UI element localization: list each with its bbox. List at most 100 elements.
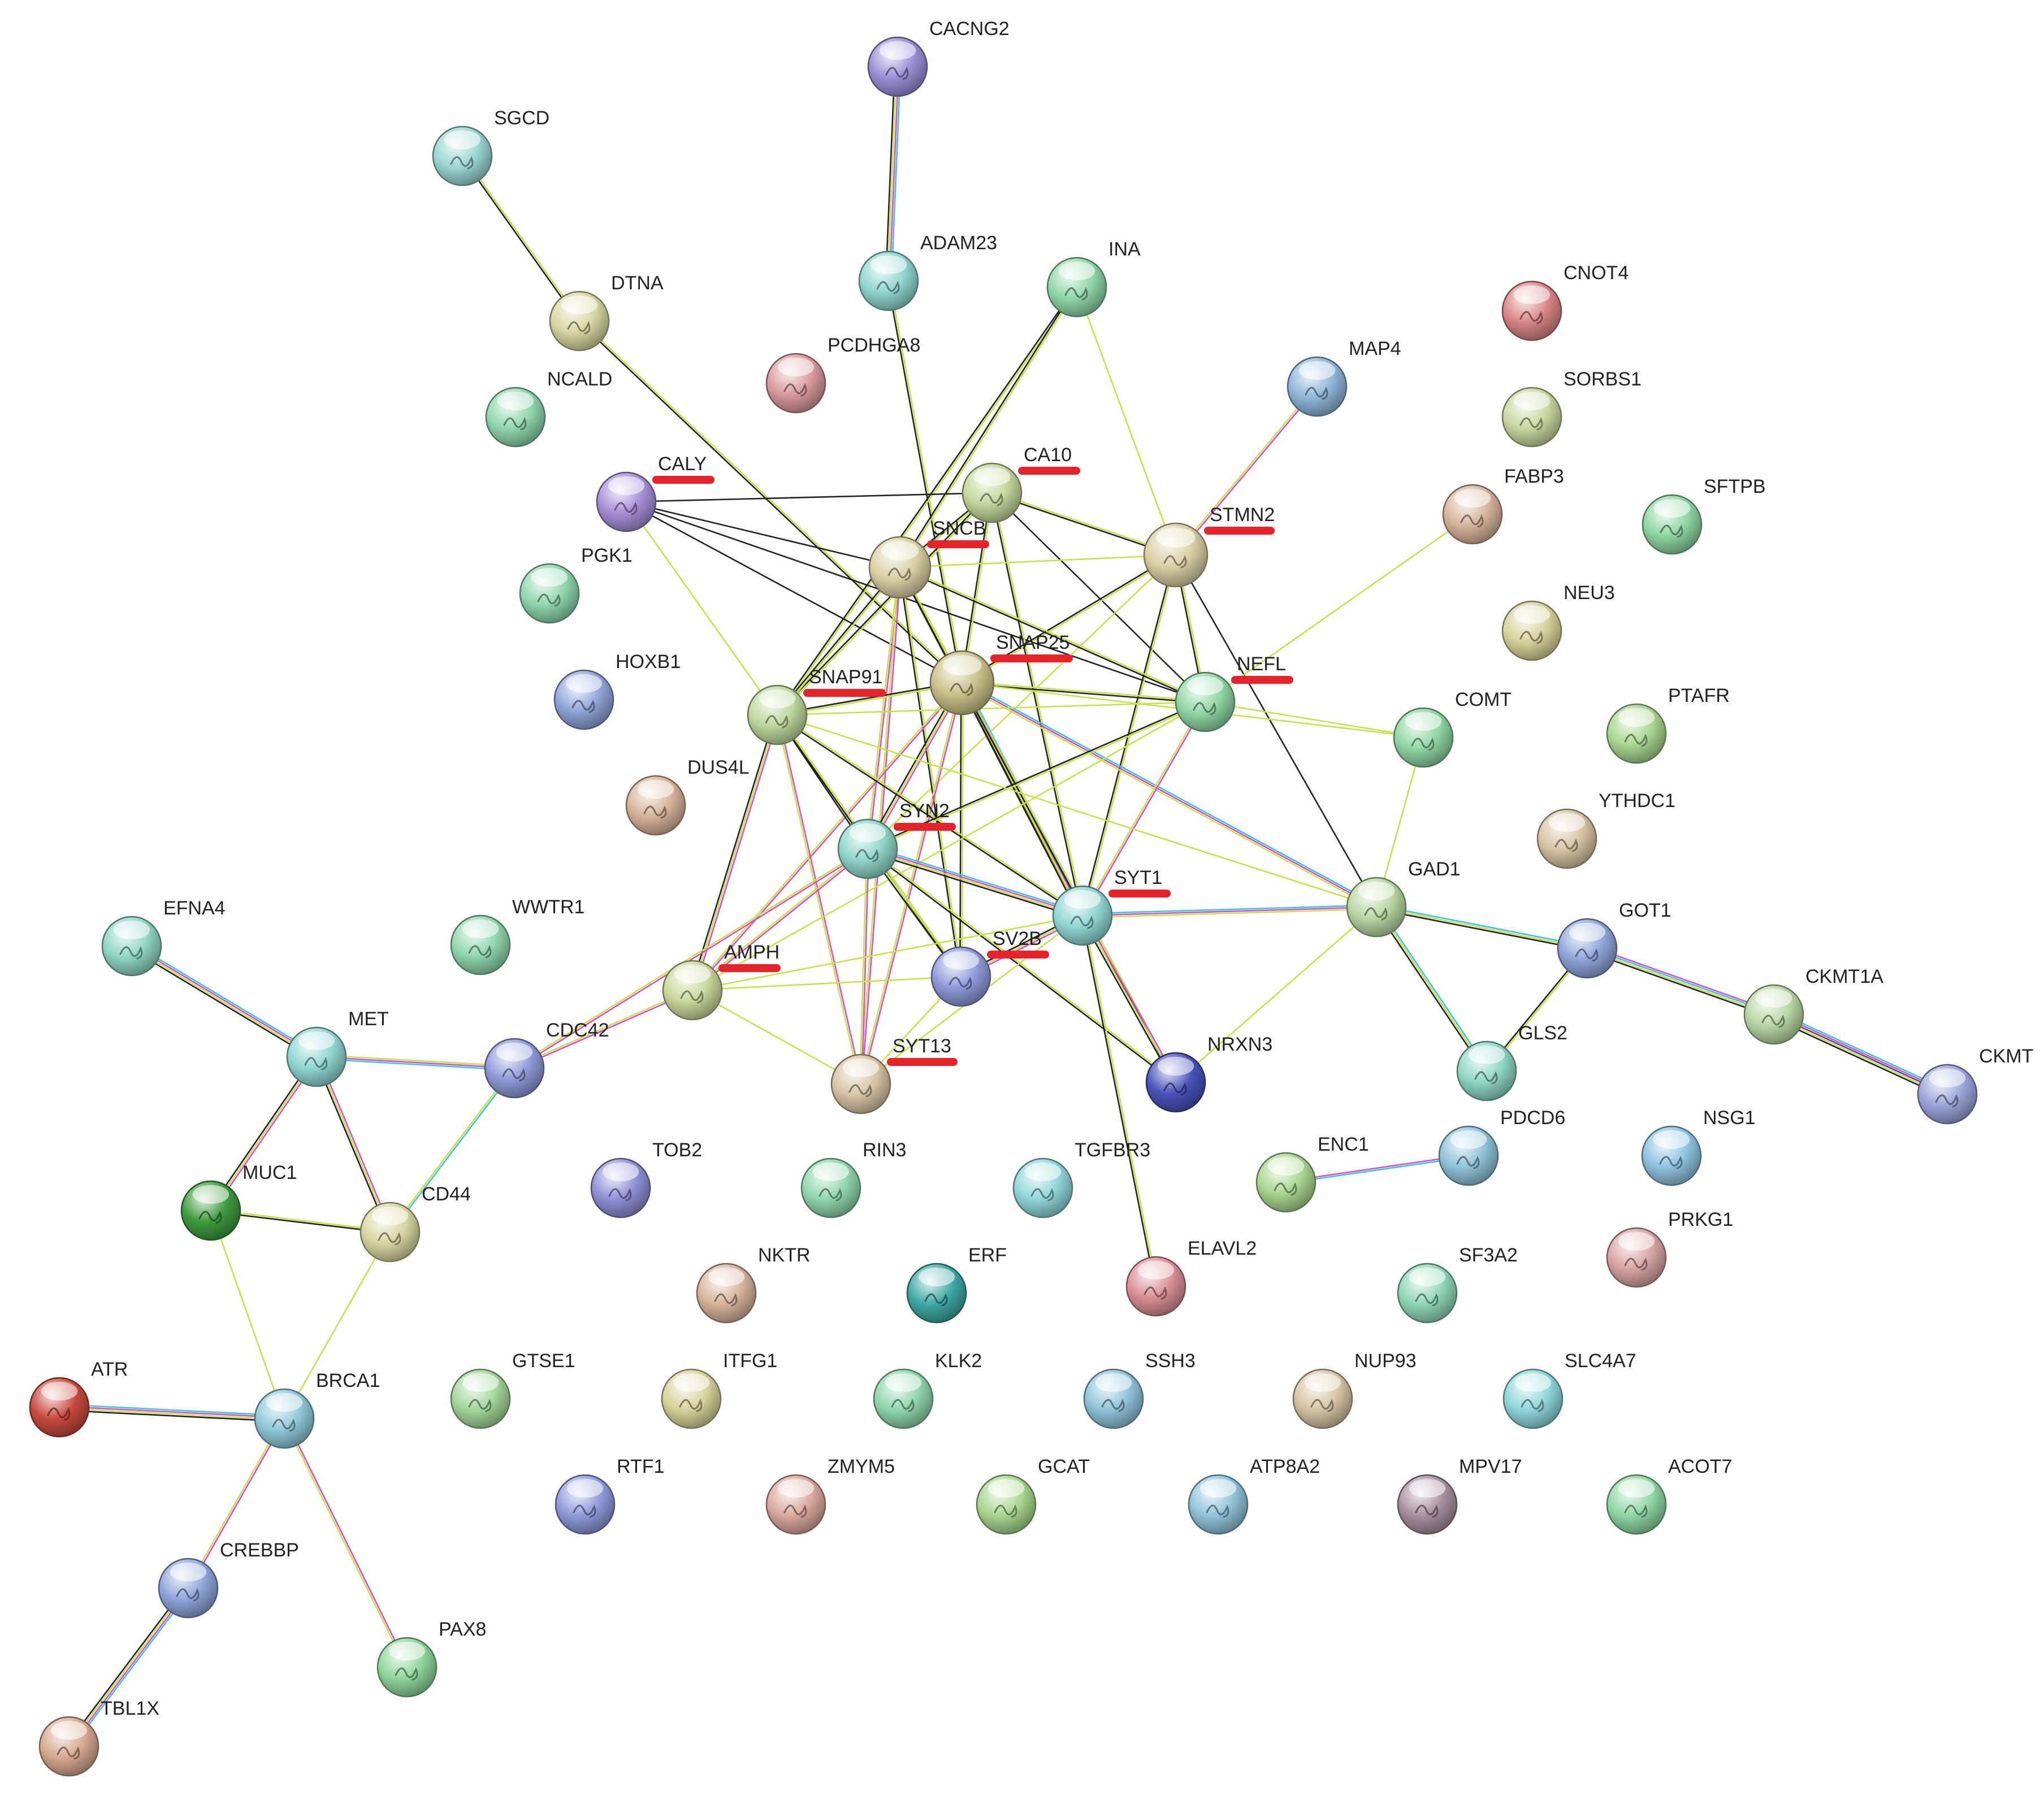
- gloss-highlight: [988, 1478, 1025, 1498]
- edge-snap25-sv2b: [959, 682, 964, 978]
- node-pax8[interactable]: PAX8: [376, 1619, 486, 1698]
- node-nsg1[interactable]: NSG1: [1641, 1107, 1756, 1186]
- node-pgk1[interactable]: PGK1: [519, 545, 633, 624]
- protein-structure-icon: [1364, 907, 1388, 921]
- edge-sgcd-dtna: [461, 154, 581, 323]
- node-neu3[interactable]: NEU3: [1501, 582, 1615, 661]
- protein-structure-icon: [1935, 1094, 1959, 1108]
- node-tbl1x[interactable]: TBL1X: [38, 1698, 159, 1777]
- node-snap25[interactable]: SNAP25: [929, 632, 1073, 715]
- node-label: COMT: [1455, 689, 1512, 710]
- node-sv2b[interactable]: SV2B: [930, 928, 1049, 1007]
- node-ythdc1[interactable]: YTHDC1: [1536, 790, 1675, 869]
- node-hoxb1[interactable]: HOXB1: [553, 651, 681, 730]
- node-dtna[interactable]: DTNA: [549, 272, 664, 352]
- node-sncb[interactable]: SNCB: [868, 518, 989, 599]
- node-cacng2[interactable]: CACNG2: [867, 18, 1010, 97]
- node-brca1[interactable]: BRCA1: [254, 1370, 380, 1449]
- node-caly[interactable]: CALY: [596, 453, 714, 532]
- node-tgfbr3[interactable]: TGFBR3: [1012, 1139, 1150, 1218]
- node-ina[interactable]: INA: [1046, 238, 1141, 318]
- node-efna4[interactable]: EFNA4: [101, 897, 226, 977]
- node-sftpb[interactable]: SFTPB: [1642, 476, 1766, 555]
- node-ckmt1a[interactable]: CKMT1A: [1743, 966, 1883, 1045]
- protein-structure-icon: [47, 1407, 71, 1421]
- edge-stmn2-sncb: [899, 554, 1177, 569]
- node-gls2[interactable]: GLS2: [1456, 1022, 1567, 1102]
- node-dus4l[interactable]: DUS4L: [625, 757, 750, 836]
- gloss-highlight: [1514, 1373, 1552, 1393]
- edge-caly-snap91: [625, 501, 778, 716]
- node-slc4a7[interactable]: SLC4A7: [1502, 1350, 1636, 1429]
- node-met[interactable]: MET: [286, 1008, 389, 1087]
- node-rin3[interactable]: RIN3: [800, 1139, 906, 1218]
- protein-structure-icon: [176, 1588, 200, 1602]
- node-nefl[interactable]: NEFL: [1175, 653, 1293, 732]
- edge-amph-syt13: [691, 989, 862, 1085]
- edge-strand-text-mining: [777, 567, 902, 717]
- node-ckmt[interactable]: CKMT: [1917, 1046, 2033, 1125]
- node-zmym5[interactable]: ZMYM5: [765, 1456, 895, 1535]
- gloss-highlight: [777, 357, 815, 377]
- node-prkg1[interactable]: PRKG1: [1606, 1209, 1733, 1288]
- edge-strand-co-expression: [776, 285, 1077, 715]
- protein-structure-icon: [949, 977, 972, 990]
- node-crebbp[interactable]: CREBBP: [158, 1540, 299, 1619]
- edge-strand-databases: [390, 1068, 516, 1234]
- node-ssh3[interactable]: SSH3: [1083, 1350, 1196, 1429]
- node-elavl2[interactable]: ELAVL2: [1125, 1238, 1257, 1317]
- edge-strand-co-expression: [960, 553, 1176, 683]
- node-cdc42[interactable]: CDC42: [484, 1020, 609, 1099]
- node-gad1[interactable]: GAD1: [1346, 858, 1461, 938]
- node-label: CNOT4: [1564, 262, 1629, 284]
- node-wwtr1[interactable]: WWTR1: [450, 896, 584, 975]
- node-nktr[interactable]: NKTR: [696, 1244, 811, 1324]
- node-label: CKMT1A: [1805, 966, 1883, 987]
- node-enc1[interactable]: ENC1: [1255, 1134, 1369, 1213]
- node-map4[interactable]: MAP4: [1287, 338, 1401, 417]
- node-atr[interactable]: ATR: [29, 1359, 128, 1438]
- node-sorbs1[interactable]: SORBS1: [1501, 368, 1642, 448]
- edge-ina-stmn2: [1076, 286, 1177, 556]
- node-snap91[interactable]: SNAP91: [747, 666, 886, 745]
- node-cnot4[interactable]: CNOT4: [1501, 262, 1629, 341]
- node-tob2[interactable]: TOB2: [590, 1139, 702, 1218]
- node-gtse1[interactable]: GTSE1: [450, 1350, 575, 1429]
- node-ptafr[interactable]: PTAFR: [1606, 685, 1730, 764]
- node-klk2[interactable]: KLK2: [873, 1350, 982, 1429]
- node-syn2[interactable]: SYN2: [837, 800, 956, 879]
- node-syt13[interactable]: SYT13: [830, 1035, 958, 1115]
- node-cd44[interactable]: CD44: [360, 1183, 471, 1263]
- edge-strand-text-mining: [776, 714, 861, 1085]
- node-nup93[interactable]: NUP93: [1292, 1350, 1417, 1429]
- node-sf3a2[interactable]: SF3A2: [1397, 1244, 1518, 1324]
- node-rtf1[interactable]: RTF1: [555, 1456, 664, 1535]
- edge-strand-co-expression: [1374, 907, 1486, 1073]
- node-syt1[interactable]: SYT1: [1052, 867, 1171, 946]
- node-nrxn3[interactable]: NRXN3: [1145, 1034, 1272, 1113]
- node-got1[interactable]: GOT1: [1557, 900, 1671, 979]
- node-pcdhga8[interactable]: PCDHGA8: [765, 335, 920, 414]
- node-adam23[interactable]: ADAM23: [858, 232, 997, 311]
- edge-strand-co-expression: [866, 851, 1082, 920]
- edge-got1-ckmt1a: [1585, 944, 1776, 1018]
- node-ncald[interactable]: NCALD: [485, 368, 612, 448]
- node-erf[interactable]: ERF: [906, 1244, 1007, 1324]
- edge-strand-co-expression: [208, 1055, 316, 1211]
- node-atp8a2[interactable]: ATP8A2: [1188, 1456, 1320, 1535]
- node-acot7[interactable]: ACOT7: [1606, 1456, 1732, 1535]
- node-comt[interactable]: COMT: [1393, 689, 1512, 768]
- node-muc1[interactable]: MUC1: [180, 1162, 297, 1241]
- edge-strand-co-expression: [1375, 908, 1588, 951]
- node-itfg1[interactable]: ITFG1: [661, 1350, 777, 1429]
- node-stmn2[interactable]: STMN2: [1143, 504, 1275, 588]
- node-sgcd[interactable]: SGCD: [432, 107, 549, 187]
- node-amph[interactable]: AMPH: [662, 942, 781, 1021]
- node-fabp3[interactable]: FABP3: [1442, 466, 1564, 545]
- node-gcat[interactable]: GCAT: [976, 1456, 1090, 1535]
- node-mpv17[interactable]: MPV17: [1397, 1456, 1522, 1535]
- gloss-highlight: [1186, 676, 1224, 696]
- node-ca10[interactable]: CA10: [962, 444, 1080, 523]
- node-pdcd6[interactable]: PDCD6: [1438, 1107, 1565, 1186]
- gloss-highlight: [566, 1478, 604, 1498]
